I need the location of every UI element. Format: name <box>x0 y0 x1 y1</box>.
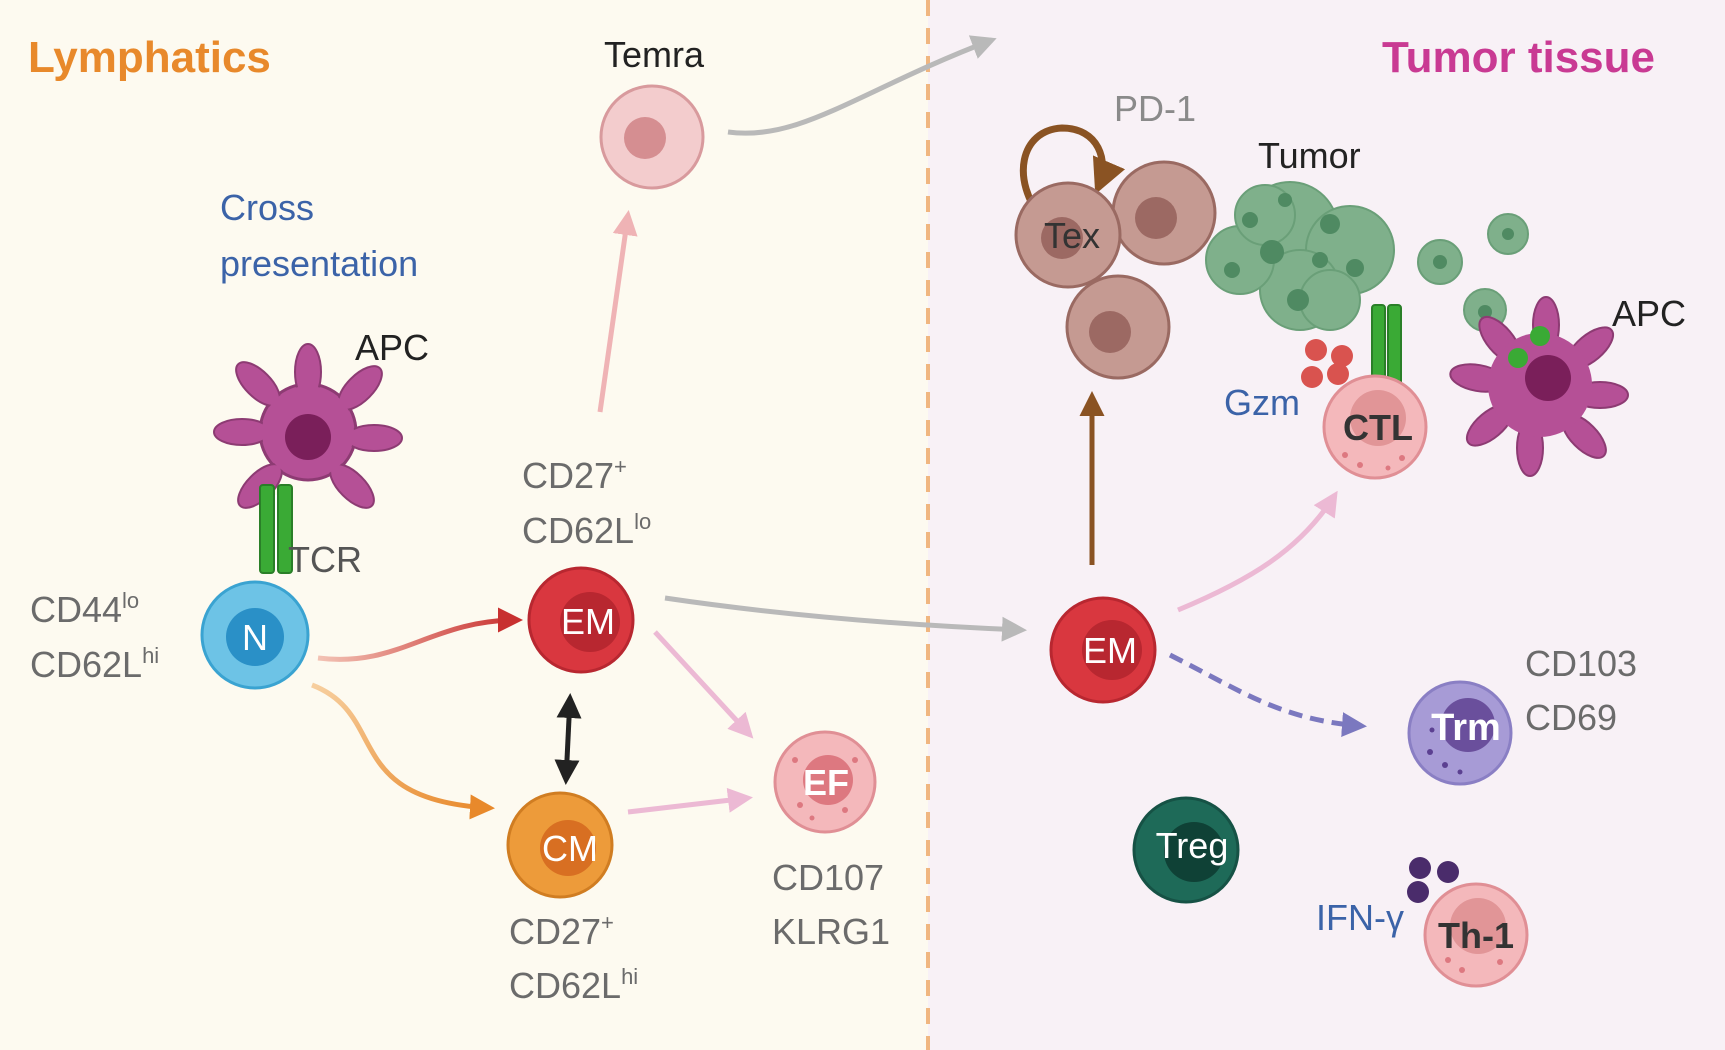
cross-presentation-line-1: Cross <box>220 187 314 228</box>
th1-cell-label: Th-1 <box>1438 915 1514 956</box>
naive-marker-cd44: CD44lo <box>30 588 139 630</box>
temra-label: Temra <box>604 34 705 75</box>
arrow-em-lymph-to-em-tumor <box>664 595 1027 642</box>
tumor-region <box>928 0 1725 1050</box>
apc-right-icon <box>1449 296 1629 477</box>
tumor-cluster-icon <box>1205 181 1529 332</box>
trm-marker-cd69: CD69 <box>1525 697 1617 738</box>
tex-cell-label: Tex <box>1044 215 1100 256</box>
tumor-label: Tumor <box>1258 135 1361 176</box>
ifn-gamma-label: IFN-γ <box>1316 897 1404 938</box>
arrow-cm-to-ef <box>627 787 753 815</box>
gzm-label: Gzm <box>1224 382 1300 423</box>
naive-marker-cd62l: CD62Lhi <box>30 643 159 685</box>
granzyme-granules-icon <box>1301 339 1353 388</box>
tumor-tissue-title: Tumor tissue <box>1382 33 1655 82</box>
naive-cell-label: N <box>242 617 268 658</box>
arrow-em-to-ef <box>653 630 754 739</box>
em-lymph-label: EM <box>561 601 615 642</box>
em-tumor-label: EM <box>1083 630 1137 671</box>
lymphatics-title: Lymphatics <box>28 33 271 82</box>
temra-cell <box>599 84 705 190</box>
th1-cell: Th-1 <box>1423 882 1529 988</box>
cm-cell: CM <box>506 791 614 899</box>
ef-cell: EF <box>773 730 877 834</box>
ifn-gamma-granules-icon <box>1407 857 1459 903</box>
arrow-em-cm-bidirectional <box>554 693 582 785</box>
naive-cell: N <box>200 580 310 690</box>
cm-cell-label: CM <box>542 828 598 869</box>
arrow-em-to-ctl <box>1177 490 1338 613</box>
treg-cell-label: Treg <box>1156 825 1229 866</box>
arrow-em-to-temra <box>597 210 638 413</box>
tex-cells: Tex <box>1014 160 1217 380</box>
ctl-cell-label: CTL <box>1343 407 1413 448</box>
apc-left-icon <box>213 343 403 509</box>
cross-presentation-line-2: presentation <box>220 243 418 284</box>
tex-self-renewal-arrow <box>1019 124 1126 223</box>
cm-marker-cd27: CD27+ <box>509 910 614 952</box>
tcr-label: TCR <box>288 539 362 580</box>
cm-marker-cd62l: CD62Lhi <box>509 964 638 1006</box>
ctl-cell: CTL <box>1322 374 1428 480</box>
treg-cell: Treg <box>1132 796 1240 904</box>
arrow-em-to-trm-dashed <box>1168 652 1367 738</box>
ef-cell-label: EF <box>803 762 849 803</box>
arrow-naive-to-em <box>317 607 523 662</box>
trm-cell: Trm <box>1407 680 1513 786</box>
ef-marker-cd107: CD107 <box>772 857 884 898</box>
arrow-naive-to-cm <box>311 682 495 820</box>
apc-right-label: APC <box>1612 293 1686 334</box>
lymphatics-region <box>0 0 928 1050</box>
trm-cell-label: Trm <box>1431 707 1501 749</box>
tcr-left-icon <box>259 484 293 574</box>
pd1-label: PD-1 <box>1114 88 1196 129</box>
apc-left-label: APC <box>355 327 429 368</box>
em-marker-cd62l: CD62Llo <box>522 509 651 551</box>
trm-marker-cd103: CD103 <box>1525 643 1637 684</box>
em-tumor-cell: EM <box>1049 596 1157 704</box>
em-marker-cd27: CD27+ <box>522 454 627 496</box>
ef-marker-klrg1: KLRG1 <box>772 911 890 952</box>
em-lymph-cell: EM <box>527 566 635 674</box>
arrow-temra-to-tumor <box>727 35 997 136</box>
